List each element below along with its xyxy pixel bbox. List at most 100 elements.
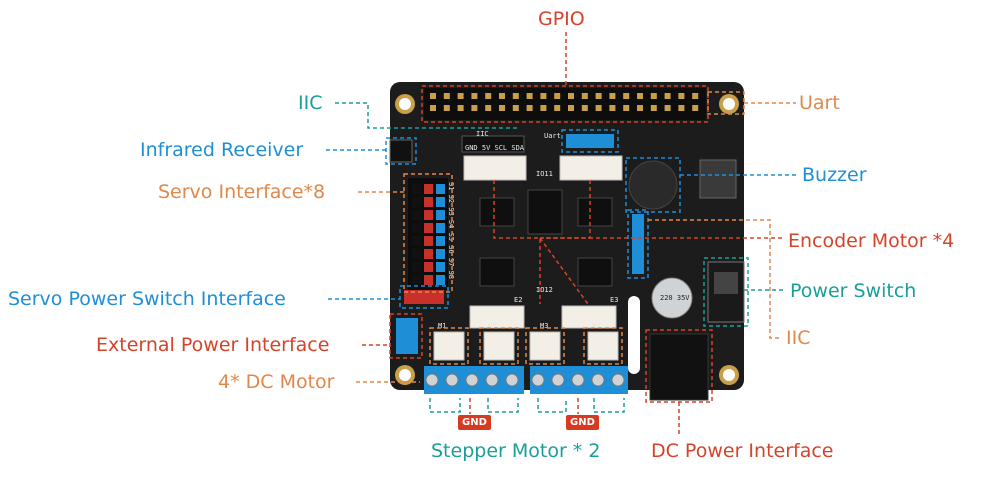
terminal-screw — [591, 373, 605, 387]
gpio-pin — [457, 105, 464, 111]
gpio-pin — [609, 93, 616, 99]
terminal-screws — [425, 373, 625, 387]
gpio-pin — [664, 105, 671, 111]
gpio-pin — [540, 93, 547, 99]
servo-pin — [412, 210, 421, 220]
servo-pin — [436, 275, 445, 285]
uart-header — [566, 134, 614, 148]
m4-silk: M4 — [592, 322, 600, 330]
servo-interface-label: Servo Interface*8 — [158, 181, 326, 203]
gpio-pin — [678, 93, 685, 99]
servo-pin — [436, 236, 445, 246]
servo-header — [408, 178, 448, 290]
gnd-tag-1: GND — [458, 415, 491, 430]
gpio-pin — [637, 93, 643, 99]
encoder-connector-1 — [463, 155, 527, 181]
terminal-screw — [465, 373, 479, 387]
buzzer — [628, 160, 678, 210]
servo-pins-silk: S1 S2 S3 S4 S5 S6 S7 S8 — [447, 182, 455, 279]
gpio-pin — [609, 105, 616, 111]
buzzer-label: Buzzer — [802, 164, 867, 186]
gpio-pin — [471, 93, 478, 99]
gpio-header — [424, 88, 706, 120]
cap-silk: 220 35V VT — [660, 294, 703, 302]
iic-right-label: IIC — [786, 327, 811, 349]
gpio-pin — [650, 93, 657, 99]
terminal-screw — [485, 373, 499, 387]
dc-power-interface-label: DC Power Interface — [651, 440, 834, 462]
gpio-pin — [443, 93, 450, 99]
iic-header-right — [632, 214, 644, 274]
gpio-pin — [457, 93, 464, 99]
terminal-screw — [571, 373, 585, 387]
gpio-pin — [526, 105, 533, 111]
io11-silk: IO11 — [536, 170, 553, 178]
gpio-pin — [430, 105, 436, 111]
terminal-screw — [551, 373, 565, 387]
iic-silk: IIC — [476, 130, 489, 138]
gpio-pin — [581, 93, 588, 99]
gpio-pin — [554, 93, 561, 99]
gpio-pin — [692, 93, 699, 99]
stepper-motor-label: Stepper Motor * 2 — [431, 440, 601, 462]
encoder-connector-2 — [559, 155, 623, 181]
terminal-screw — [611, 373, 625, 387]
servo-pin — [436, 223, 445, 233]
iic-connector-top — [461, 135, 525, 153]
gpio-pin — [443, 105, 450, 111]
servo-pin — [412, 262, 421, 272]
servo-pin — [412, 236, 421, 246]
m2-silk: M2 — [488, 322, 496, 330]
encoder-connector-3 — [469, 305, 525, 329]
dc-motor-label: 4* DC Motor — [218, 371, 335, 393]
gpio-pin — [512, 105, 519, 111]
gpio-pin — [554, 105, 561, 111]
gpio-pin — [499, 105, 505, 111]
dc-motor-connectors — [433, 331, 619, 361]
gpio-pin — [637, 105, 643, 111]
capacitor — [651, 277, 693, 319]
iic-pins-silk: GND 5V SCL SDA — [465, 144, 525, 152]
servo-pin — [424, 236, 433, 246]
gpio-pin — [568, 93, 574, 99]
external-power-terminal — [396, 318, 418, 354]
dc-power-jack — [649, 333, 709, 401]
servo-pin — [436, 210, 445, 220]
encoder-connector-4 — [561, 305, 617, 329]
motor-driver-chips — [479, 189, 613, 287]
gpio-pin — [650, 105, 657, 111]
servo-pin — [424, 262, 433, 272]
servo-pin — [424, 275, 433, 285]
e2-silk: E2 — [514, 296, 522, 304]
servo-pin — [436, 249, 445, 259]
gpio-pin — [581, 105, 588, 111]
servo-pin — [424, 184, 433, 194]
inductor — [699, 159, 737, 199]
servo-pin — [424, 223, 433, 233]
external-power-label: External Power Interface — [96, 334, 330, 356]
m3-silk: M3 — [540, 322, 548, 330]
gnd-tag-2: GND — [566, 415, 599, 430]
terminal-screw — [425, 373, 439, 387]
power-switch-label: Power Switch — [790, 280, 917, 302]
servo-pin — [436, 197, 445, 207]
divider-bar — [628, 296, 640, 374]
gpio-pin — [430, 93, 436, 99]
gpio-pin — [540, 105, 547, 111]
gpio-pin — [485, 93, 492, 99]
servo-power-switch-connector — [404, 290, 444, 304]
servo-pins — [412, 184, 445, 285]
gpio-pin — [678, 105, 685, 111]
gpio-pin — [595, 93, 602, 99]
infrared-receiver-label: Infrared Receiver — [140, 139, 304, 161]
annotation-lines — [326, 32, 798, 436]
servo-pin — [424, 210, 433, 220]
uart-label: Uart — [799, 92, 840, 114]
servo-pin — [436, 262, 445, 272]
io12-silk: IO12 — [536, 286, 553, 294]
servo-pin — [424, 249, 433, 259]
terminal-screw — [531, 373, 545, 387]
gpio-pins — [430, 93, 699, 111]
